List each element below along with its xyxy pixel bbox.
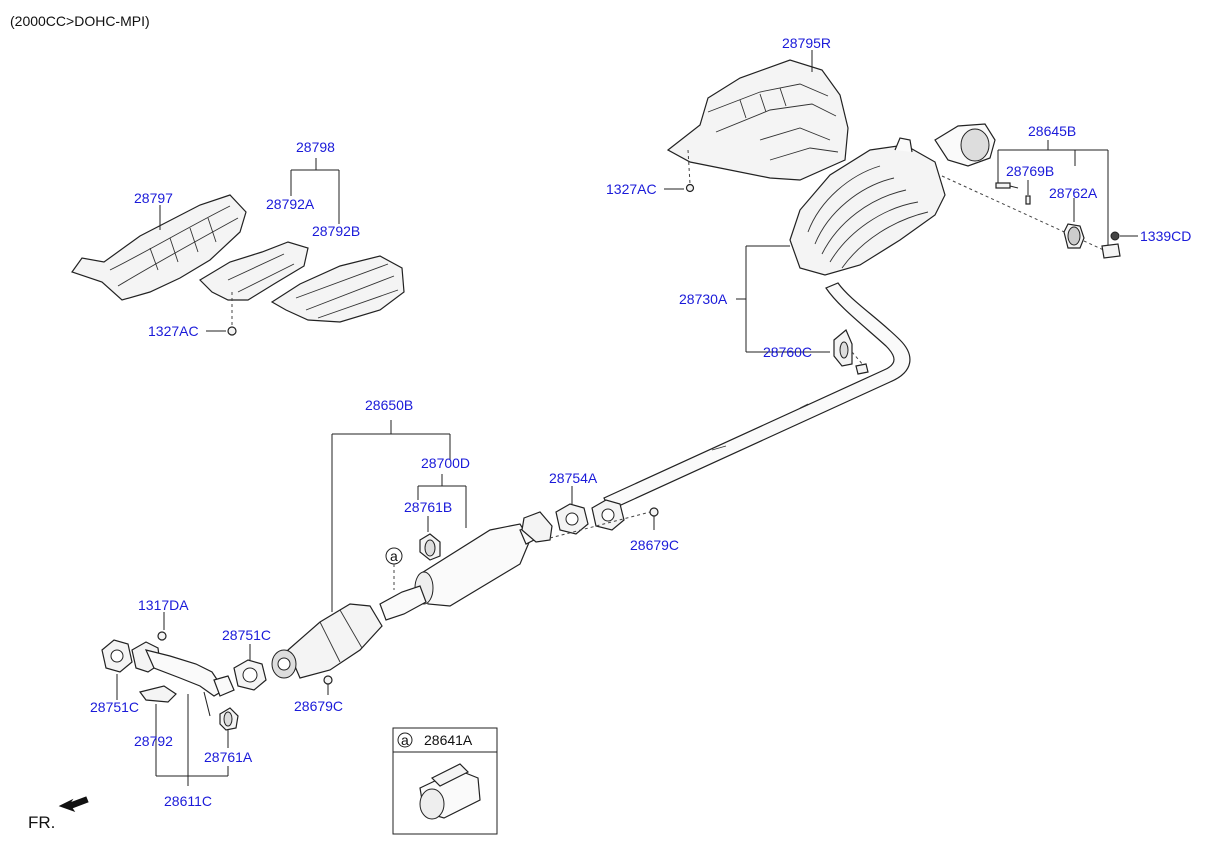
front-direction-arrow-icon bbox=[58, 796, 89, 812]
label-28700D: 28700D bbox=[421, 455, 470, 471]
inset-marker: a bbox=[401, 732, 409, 748]
label-28761B: 28761B bbox=[404, 499, 452, 515]
engine-spec-label: (2000CC>DOHC-MPI) bbox=[10, 13, 150, 29]
nut-28679C-left bbox=[323, 675, 333, 695]
front-pipe bbox=[101, 639, 235, 717]
hanger-bolt bbox=[995, 182, 1019, 189]
rubber-hanger-28760C bbox=[833, 329, 869, 375]
hanger-pin bbox=[1025, 195, 1031, 205]
label-28792B: 28792B bbox=[312, 223, 360, 239]
label-28650B: 28650B bbox=[365, 397, 413, 413]
label-28760C: 28760C bbox=[763, 344, 812, 360]
label-28730A: 28730A bbox=[679, 291, 728, 307]
label-1327AC-top: 1327AC bbox=[606, 181, 657, 197]
gasket-28754A bbox=[555, 499, 625, 535]
label-28769B: 28769B bbox=[1006, 163, 1054, 179]
center-muffler bbox=[414, 511, 553, 607]
rubber-hanger-28762A bbox=[1063, 223, 1085, 249]
label-28762A: 28762A bbox=[1049, 185, 1098, 201]
inset-part-label: 28641A bbox=[424, 732, 473, 748]
label-28795R: 28795R bbox=[782, 35, 831, 51]
label-28611C: 28611C bbox=[164, 793, 212, 809]
label-1339CD: 1339CD bbox=[1140, 228, 1191, 244]
label-28761A: 28761A bbox=[204, 749, 253, 765]
bolt-1317DA bbox=[157, 612, 167, 641]
nut-28679C-right bbox=[649, 507, 659, 530]
heat-shield-28792B bbox=[270, 255, 405, 323]
front-direction-label: FR. bbox=[28, 813, 55, 832]
hanger-bracket-1339CD bbox=[1101, 231, 1121, 259]
gasket-28751C-mid bbox=[233, 659, 267, 691]
rear-muffler bbox=[789, 123, 996, 276]
center-pipe bbox=[603, 282, 911, 511]
callout-a-marker: a bbox=[390, 548, 398, 564]
rubber-hanger-28761B bbox=[419, 533, 441, 561]
label-28754A: 28754A bbox=[549, 470, 598, 486]
label-1327AC-left: 1327AC bbox=[148, 323, 199, 339]
label-28797: 28797 bbox=[134, 190, 173, 206]
catalytic-converter bbox=[271, 585, 427, 679]
heat-shield-28792A bbox=[199, 241, 309, 301]
label-28751C-left: 28751C bbox=[90, 699, 139, 715]
label-28679C-left: 28679C bbox=[294, 698, 343, 714]
label-28645B: 28645B bbox=[1028, 123, 1076, 139]
nut-1327AC-top bbox=[685, 149, 695, 193]
nut-1327AC-left bbox=[227, 292, 237, 336]
label-28792A: 28792A bbox=[266, 196, 315, 212]
label-28792: 28792 bbox=[134, 733, 173, 749]
label-28679C-right: 28679C bbox=[630, 537, 679, 553]
label-1317DA: 1317DA bbox=[138, 597, 189, 613]
heat-shield-28797 bbox=[71, 194, 247, 301]
rubber-hanger-28761A bbox=[219, 707, 239, 731]
label-28798: 28798 bbox=[296, 139, 335, 155]
inset-clamp-box bbox=[392, 727, 498, 835]
rear-heat-shield bbox=[666, 59, 849, 181]
label-28751C-mid: 28751C bbox=[222, 627, 271, 643]
